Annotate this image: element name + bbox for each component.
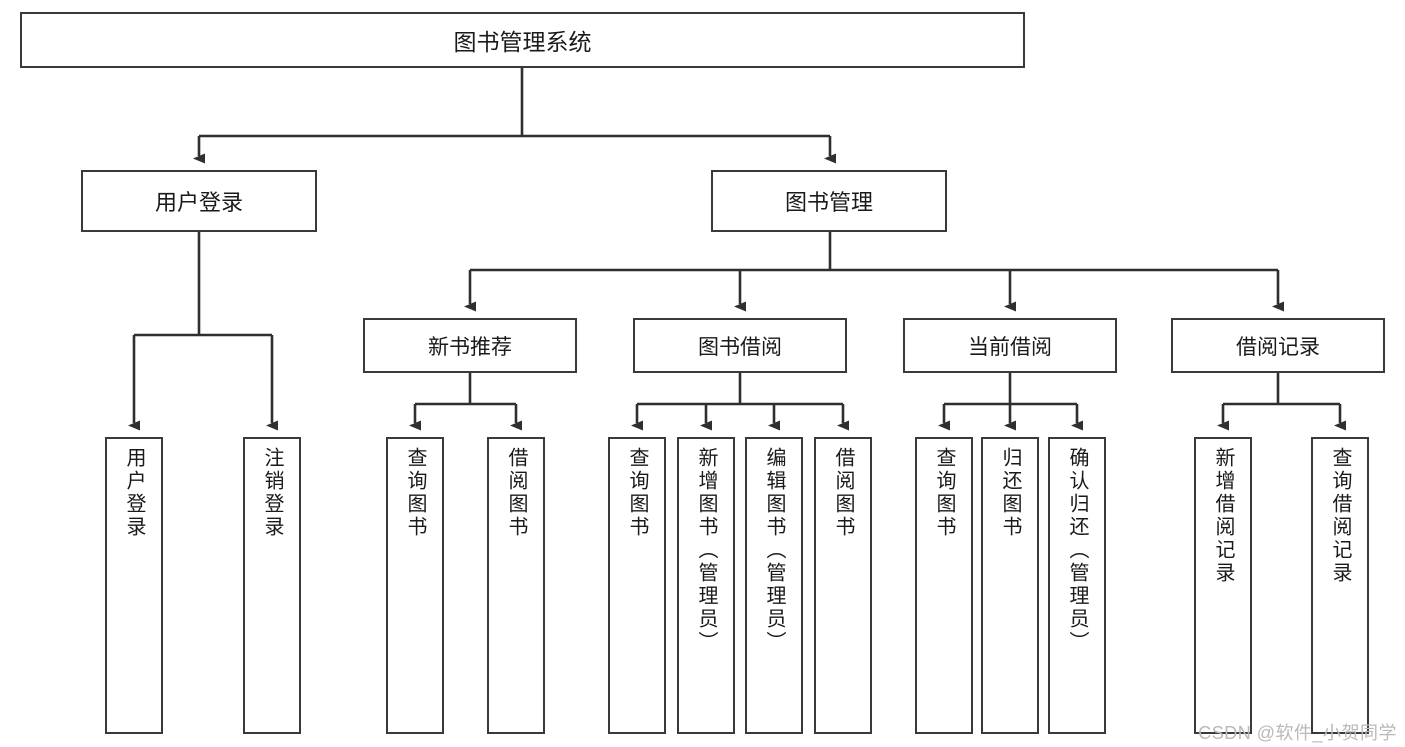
- node-leaf-borrow-book[interactable]: 借阅图书: [814, 437, 872, 734]
- node-label: 注销登录: [261, 447, 283, 539]
- node-label: 确认归还（管理员）: [1066, 447, 1088, 654]
- node-leaf-user-login[interactable]: 用户登录: [105, 437, 163, 734]
- node-label: 查询图书: [404, 447, 426, 539]
- node-leaf-query-book-current[interactable]: 查询图书: [915, 437, 973, 734]
- node-label: 图书借阅: [698, 335, 782, 359]
- node-root-book-management-system[interactable]: 图书管理系统: [20, 12, 1025, 68]
- node-label: 编辑图书（管理员）: [763, 447, 785, 654]
- node-leaf-confirm-return-admin[interactable]: 确认归还（管理员）: [1048, 437, 1106, 734]
- node-label: 用户登录: [154, 190, 243, 215]
- node-new-book-recommend[interactable]: 新书推荐: [363, 318, 577, 373]
- node-user-login[interactable]: 用户登录: [81, 170, 317, 232]
- node-label: 借阅图书: [505, 447, 527, 539]
- node-leaf-add-borrow-record[interactable]: 新增借阅记录: [1194, 437, 1252, 734]
- node-label: 图书管理系统: [453, 29, 592, 55]
- node-label: 查询图书: [626, 447, 648, 539]
- node-current-borrow[interactable]: 当前借阅: [903, 318, 1117, 373]
- node-label: 借阅记录: [1236, 335, 1320, 359]
- node-book-management[interactable]: 图书管理: [711, 170, 947, 232]
- node-label: 查询图书: [933, 447, 955, 539]
- node-book-borrow[interactable]: 图书借阅: [633, 318, 847, 373]
- node-leaf-edit-book-admin[interactable]: 编辑图书（管理员）: [745, 437, 803, 734]
- node-label: 新增借阅记录: [1212, 447, 1234, 585]
- node-leaf-logout-login[interactable]: 注销登录: [243, 437, 301, 734]
- node-label: 借阅图书: [832, 447, 854, 539]
- node-label: 当前借阅: [968, 335, 1052, 359]
- node-leaf-add-book-admin[interactable]: 新增图书（管理员）: [677, 437, 735, 734]
- node-leaf-borrow-book-recommend[interactable]: 借阅图书: [487, 437, 545, 734]
- watermark: CSDN @软件_小贺同学: [1198, 723, 1397, 743]
- node-label: 用户登录: [123, 447, 145, 539]
- node-leaf-query-book-borrow[interactable]: 查询图书: [608, 437, 666, 734]
- node-label: 新增图书（管理员）: [695, 447, 717, 654]
- node-borrow-record[interactable]: 借阅记录: [1171, 318, 1385, 373]
- node-label: 图书管理: [784, 190, 873, 215]
- node-leaf-return-book[interactable]: 归还图书: [981, 437, 1039, 734]
- node-leaf-query-borrow-record[interactable]: 查询借阅记录: [1311, 437, 1369, 734]
- node-label: 查询借阅记录: [1329, 447, 1351, 585]
- node-label: 归还图书: [999, 447, 1021, 539]
- node-leaf-query-book-recommend[interactable]: 查询图书: [386, 437, 444, 734]
- node-label: 新书推荐: [428, 335, 512, 359]
